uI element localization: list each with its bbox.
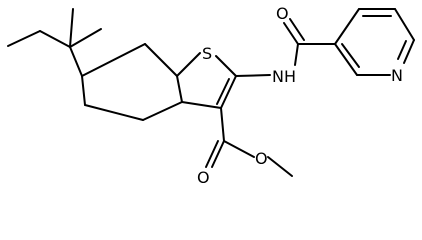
bond-py-c2-c3 (334, 43, 358, 76)
bond-nh-amide-c (294, 43, 299, 66)
ester-carbonyl-oxygen-label: O (197, 168, 210, 187)
bond-ethyl-ch2-cq (39, 30, 71, 48)
bond-c3-c3a (181, 101, 222, 109)
bond-cq-methyl-a (69, 8, 74, 48)
bond-ester-co-2 (205, 140, 219, 168)
bond-s-c2 (215, 55, 237, 77)
amide-oxygen-label: O (276, 4, 289, 23)
ester-ether-oxygen-label: O (255, 149, 268, 168)
bond-o-methyl (267, 156, 293, 177)
amide-nitrogen-label: NH (272, 67, 296, 86)
bond-py-c6-n-inner (397, 40, 407, 60)
bond-c6-c5 (81, 75, 86, 106)
bond-ester-co-1 (211, 140, 225, 168)
bond-c3a-c7a (176, 75, 183, 103)
bond-py-c3-c4 (334, 8, 360, 45)
bond-ethyl-ch3-ch2 (7, 30, 41, 47)
bonds (7, 8, 415, 177)
bond-cq-methyl-b (69, 28, 102, 48)
bond-c5-c4 (84, 104, 144, 121)
bond-c7a-s (176, 52, 201, 77)
bond-c7-c7a (144, 43, 178, 77)
bond-amide-co-1 (283, 22, 299, 45)
bond-cq-c6 (69, 46, 83, 77)
bond-c4-c3a (142, 101, 183, 121)
bond-amide-co-2 (289, 18, 305, 41)
bond-py-c5-c6 (394, 8, 415, 41)
bond-c2-c3-outer (220, 75, 237, 109)
pyridine-nitrogen-label: N (391, 66, 403, 85)
bond-ester-c-o (223, 140, 255, 158)
chemical-structure-diagram: S NH N O O O (7, 4, 415, 187)
atom-labels: S NH N O O O (197, 4, 403, 187)
bond-c3-ester-c (220, 107, 225, 142)
bond-py-c6-n (403, 39, 415, 64)
bond-c6-c7 (81, 43, 146, 77)
bond-py-c2-c3-inner (341, 43, 360, 68)
sulfur-atom-label: S (202, 44, 212, 63)
bond-c2-c3-inner (216, 78, 230, 105)
bond-c2-nh (235, 74, 271, 77)
